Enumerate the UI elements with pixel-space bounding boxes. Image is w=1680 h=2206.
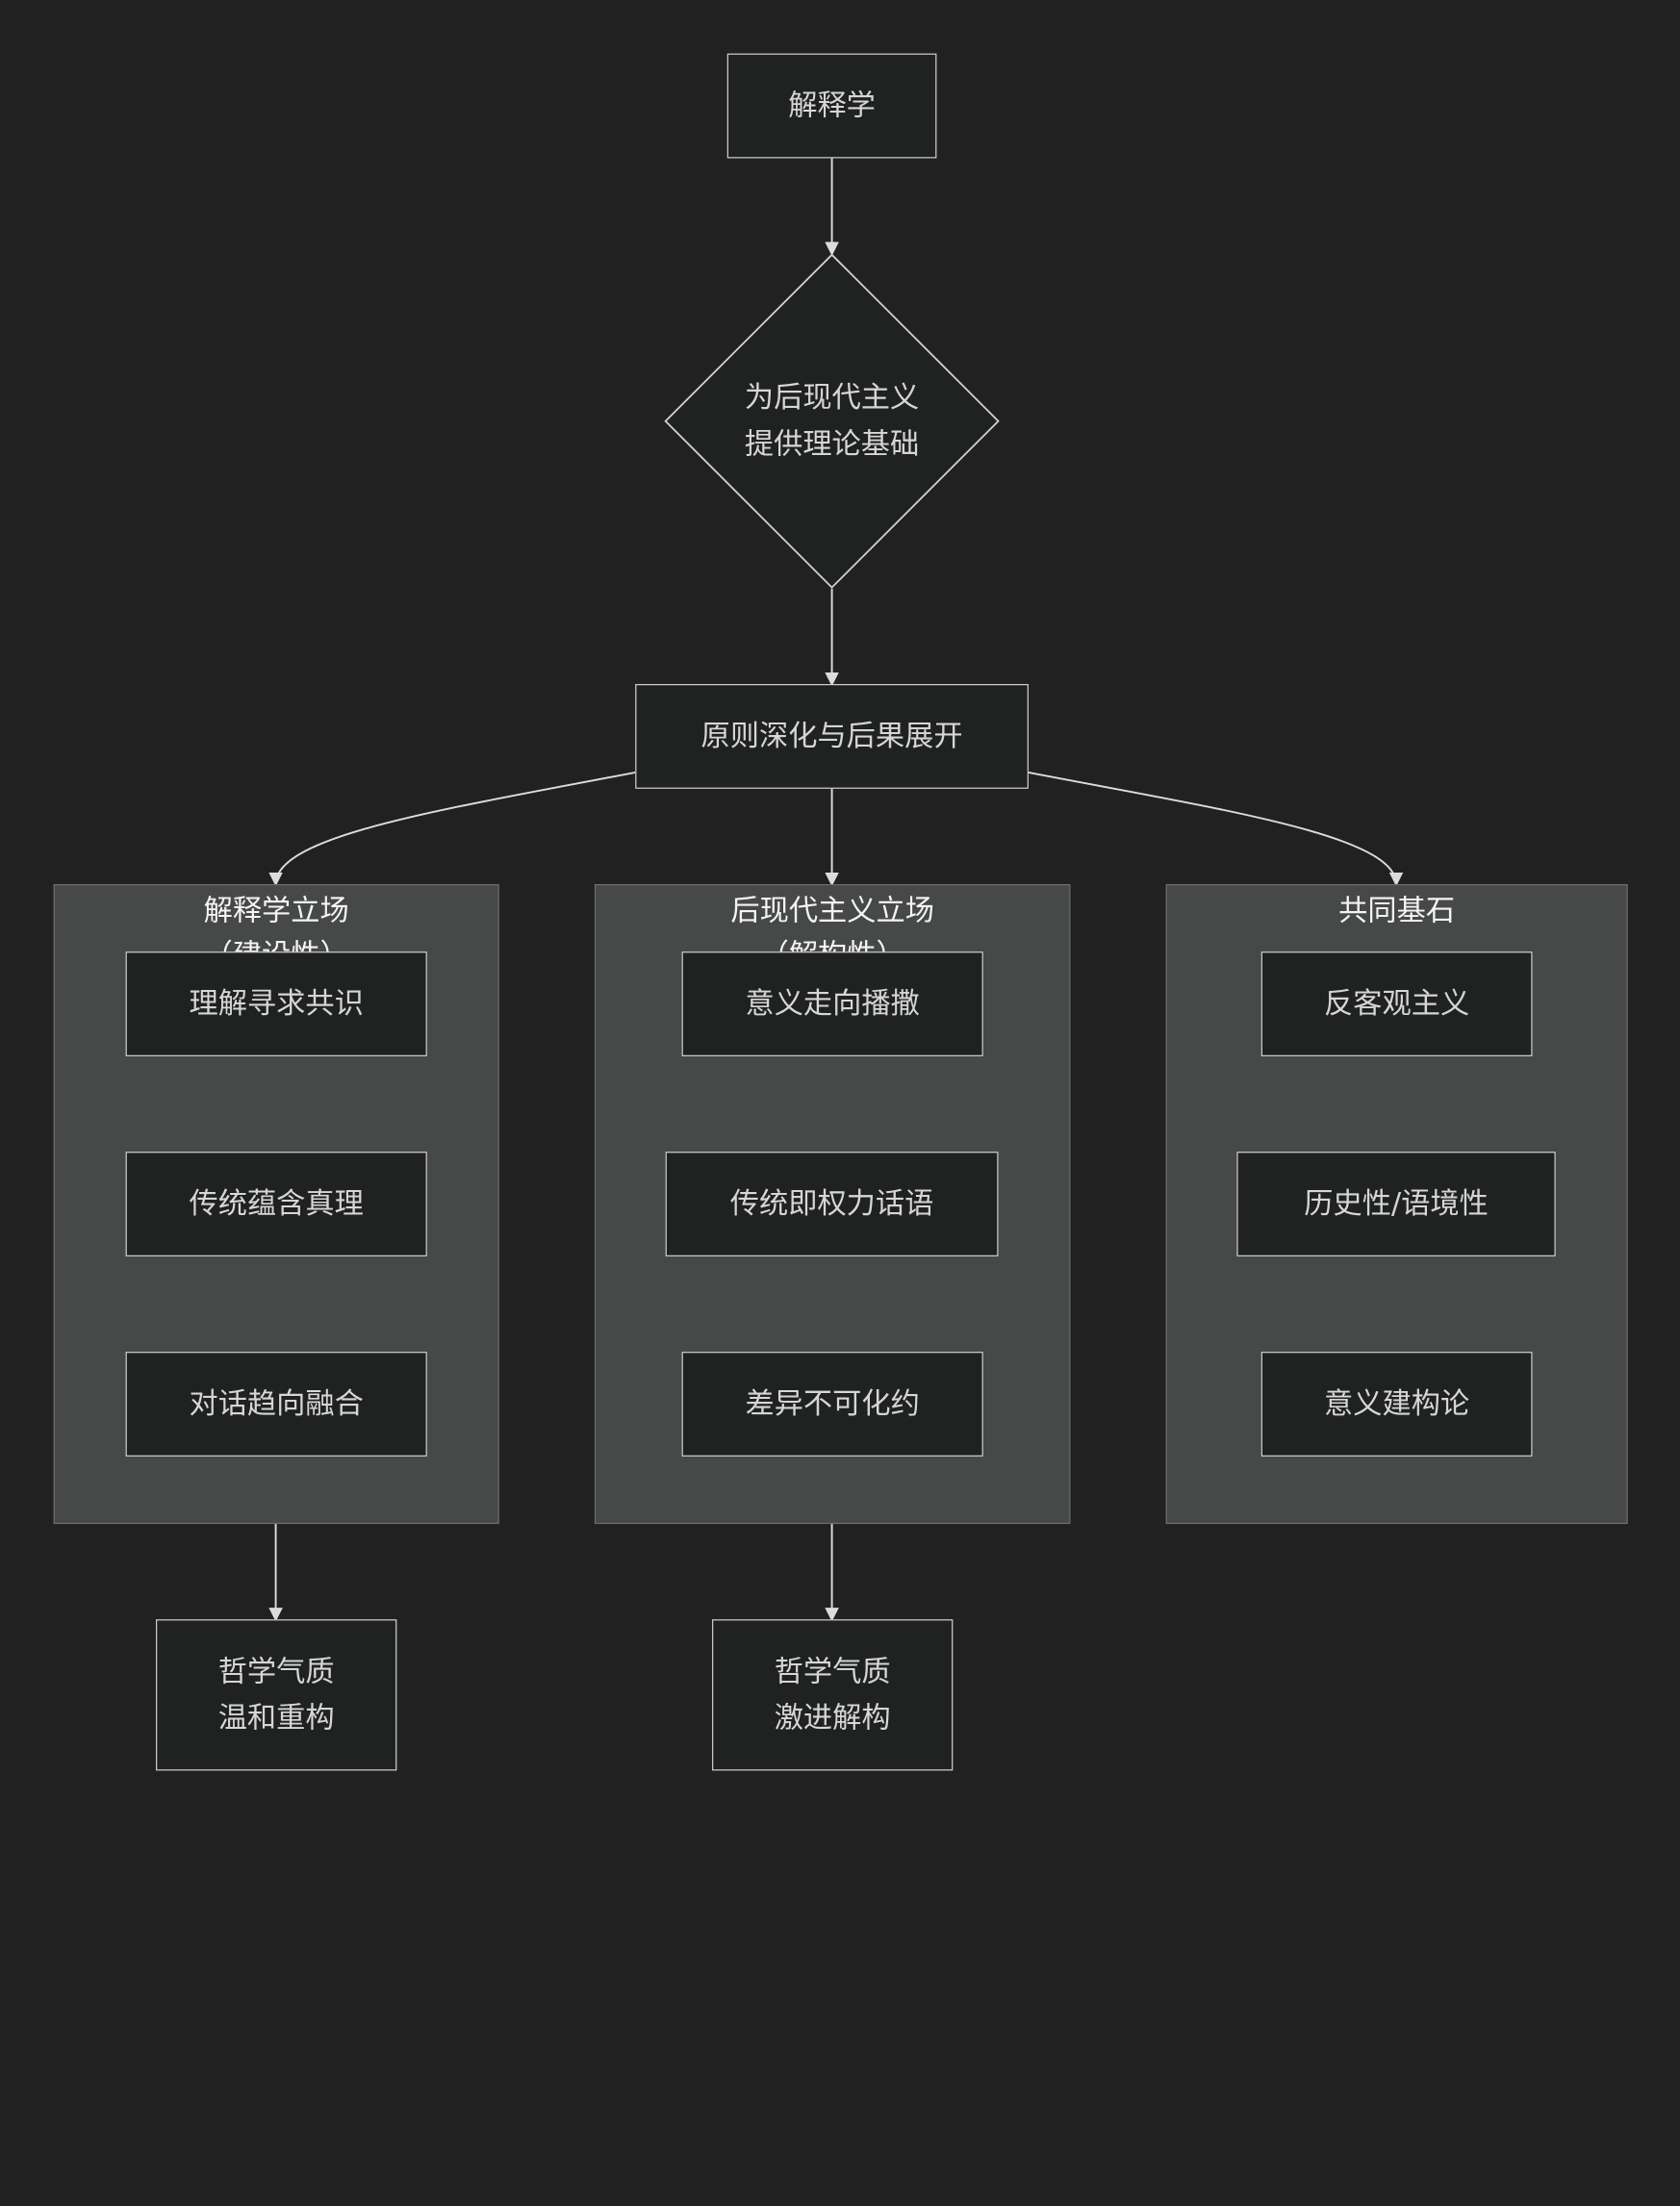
node-understanding-seeks-consensus-label: 理解寻求共识 bbox=[189, 986, 364, 1021]
node-irreducible-difference-label: 差异不可化约 bbox=[745, 1386, 920, 1421]
decision-foundation[interactable]: 为后现代主义 提供理论基础 bbox=[664, 253, 1000, 589]
node-historicity-contextuality-label: 历史性/语境性 bbox=[1304, 1186, 1489, 1221]
node-hermeneutics-label: 解释学 bbox=[788, 88, 876, 122]
edge-deepening-to-hermeneutic-stance bbox=[268, 771, 636, 887]
node-anti-objectivism-label: 反客观主义 bbox=[1324, 986, 1470, 1021]
node-anti-objectivism[interactable]: 反客观主义 bbox=[1260, 951, 1533, 1056]
node-irreducible-difference[interactable]: 差异不可化约 bbox=[681, 1352, 983, 1457]
node-meaning-dissemination[interactable]: 意义走向播撒 bbox=[681, 951, 983, 1056]
node-tradition-contains-truth[interactable]: 传统蕴含真理 bbox=[125, 1152, 427, 1256]
node-meaning-dissemination-label: 意义走向播撒 bbox=[745, 986, 920, 1021]
node-temper-radical-deconstruction-label: 哲学气质 激进解构 bbox=[774, 1654, 891, 1735]
edge-deepening-to-common-ground bbox=[1028, 771, 1404, 887]
node-temper-radical-deconstruction[interactable]: 哲学气质 激进解构 bbox=[712, 1619, 954, 1771]
node-tradition-is-power-discourse-label: 传统即权力话语 bbox=[729, 1186, 934, 1221]
node-understanding-seeks-consensus[interactable]: 理解寻求共识 bbox=[125, 951, 427, 1056]
edge-layer bbox=[268, 158, 1404, 1622]
node-dialogue-toward-fusion-label: 对话趋向融合 bbox=[189, 1386, 364, 1421]
node-tradition-contains-truth-label: 传统蕴含真理 bbox=[189, 1186, 364, 1221]
node-meaning-constructivism[interactable]: 意义建构论 bbox=[1260, 1352, 1533, 1457]
group-hermeneutic-stance-title: 解释学立场 （建设性） bbox=[203, 893, 349, 956]
node-deepening-label: 原则深化与后果展开 bbox=[700, 719, 963, 753]
node-dialogue-toward-fusion[interactable]: 对话趋向融合 bbox=[125, 1352, 427, 1457]
node-temper-moderate-reconstruction[interactable]: 哲学气质 温和重构 bbox=[156, 1619, 397, 1771]
group-postmodern-stance-title: 后现代主义立场 （解构性） bbox=[730, 893, 934, 956]
node-historicity-contextuality[interactable]: 历史性/语境性 bbox=[1236, 1152, 1556, 1256]
node-tradition-is-power-discourse[interactable]: 传统即权力话语 bbox=[665, 1152, 999, 1256]
decision-foundation-label: 为后现代主义 提供理论基础 bbox=[744, 380, 920, 461]
node-hermeneutics[interactable]: 解释学 bbox=[726, 53, 937, 159]
node-meaning-constructivism-label: 意义建构论 bbox=[1324, 1386, 1470, 1421]
diamond-shape bbox=[664, 253, 1000, 589]
group-common-ground-title: 共同基石 bbox=[1338, 893, 1456, 927]
node-temper-moderate-reconstruction-label: 哲学气质 温和重构 bbox=[217, 1654, 335, 1735]
node-deepening[interactable]: 原则深化与后果展开 bbox=[635, 684, 1029, 789]
